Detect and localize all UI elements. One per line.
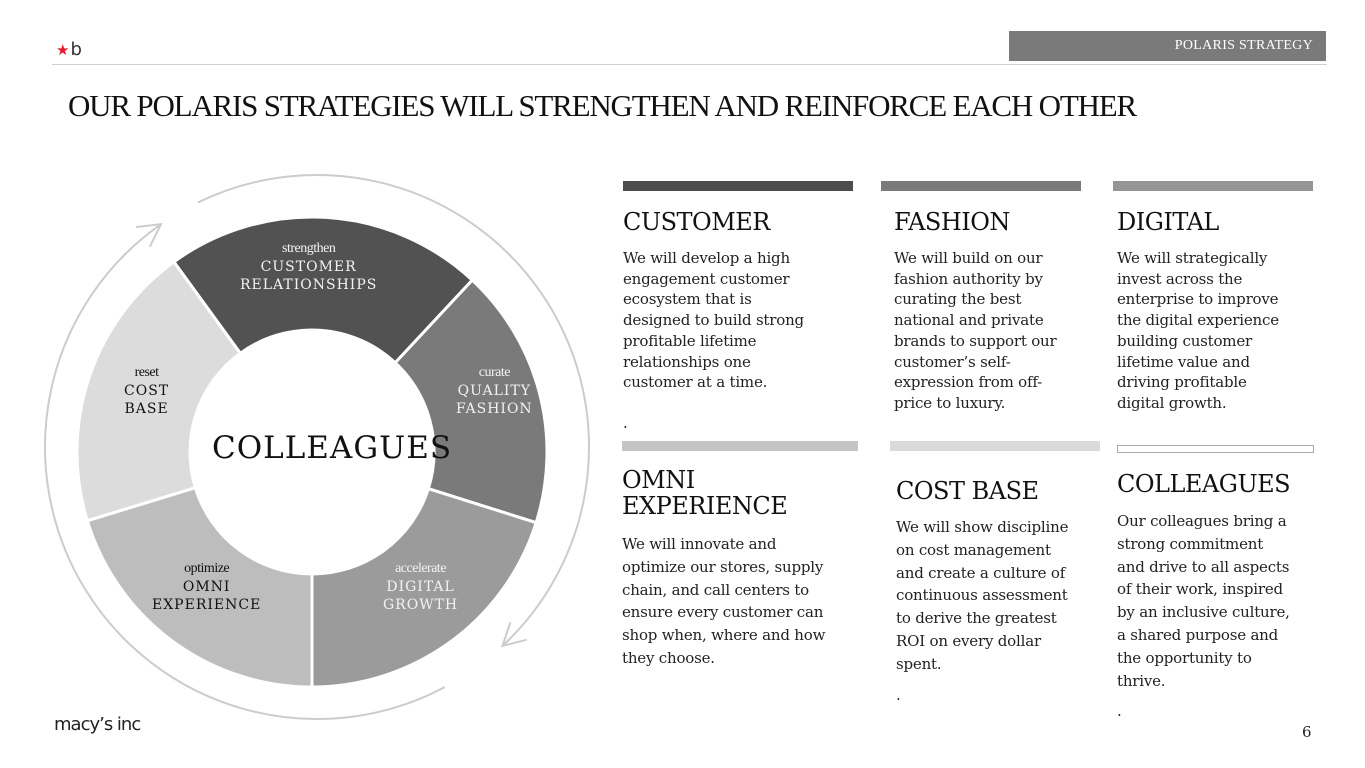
pillar-trailing-customer: . bbox=[623, 414, 628, 432]
segment-line2: FASHION bbox=[456, 401, 533, 417]
segment-verb: accelerate bbox=[395, 561, 447, 576]
page-number: 6 bbox=[1302, 723, 1312, 741]
pillar-bar-cost-base bbox=[890, 441, 1100, 451]
strategy-wheel bbox=[44, 174, 590, 720]
segment-label-customer: strengthen CUSTOMER RELATIONSHIPS bbox=[240, 240, 377, 294]
pillar-bar-colleagues bbox=[1117, 445, 1314, 453]
segment-line1: QUALITY bbox=[457, 383, 532, 399]
segment-verb: curate bbox=[478, 365, 511, 380]
footer-logo: macy’s inc bbox=[54, 714, 141, 735]
wheel-segment-customer bbox=[171, 215, 475, 365]
pillar-heading-fashion: FASHION bbox=[894, 208, 1010, 236]
pillar-trailing-colleagues: . bbox=[1117, 702, 1122, 720]
pillar-heading-cost-base: COST BASE bbox=[896, 477, 1039, 505]
cycle-arrow-right bbox=[197, 174, 590, 647]
wheel-segment-fashion bbox=[393, 278, 549, 525]
segment-line1: COST bbox=[124, 383, 170, 399]
pillar-bar-omni bbox=[622, 441, 858, 451]
pillar-body-omni: We will innovate and optimize our stores… bbox=[622, 535, 826, 667]
wheel-segment-cost bbox=[75, 259, 243, 523]
pillar-heading-digital: DIGITAL bbox=[1117, 208, 1219, 236]
segment-verb: reset bbox=[134, 365, 159, 380]
arrowhead-icon bbox=[500, 621, 528, 648]
segment-label-cost: reset COST BASE bbox=[124, 364, 169, 418]
pillar-heading-customer: CUSTOMER bbox=[623, 208, 770, 236]
section-tab: POLARIS STRATEGY bbox=[1009, 31, 1326, 61]
segment-line2: BASE bbox=[124, 401, 169, 417]
segment-line2: EXPERIENCE bbox=[152, 597, 262, 613]
logo-text: b bbox=[70, 39, 82, 60]
pillar-bar-fashion bbox=[881, 181, 1081, 191]
pillar-body-cost-base: We will show discipline on cost manageme… bbox=[896, 518, 1069, 673]
segment-verb: strengthen bbox=[282, 241, 336, 256]
star-icon: ★ bbox=[56, 41, 70, 59]
segment-label-omni: optimize OMNI EXPERIENCE bbox=[152, 560, 261, 614]
cycle-arrow-left bbox=[44, 223, 446, 720]
pillar-body-fashion: We will build on our fashion authority b… bbox=[894, 249, 1057, 412]
page-title: OUR POLARIS STRATEGIES WILL STRENGTHEN A… bbox=[68, 88, 1137, 123]
pillar-body-digital: We will strategically invest across the … bbox=[1117, 249, 1279, 412]
header-divider bbox=[52, 64, 1327, 65]
pillar-trailing-cost-base: . bbox=[896, 686, 901, 704]
segment-line1: DIGITAL bbox=[386, 579, 455, 595]
wheel-center-label: COLLEAGUES bbox=[212, 430, 453, 466]
segment-label-digital: accelerate DIGITAL GROWTH bbox=[383, 560, 458, 614]
pillar-bar-customer bbox=[623, 181, 853, 191]
pillar-body-customer: We will develop a high engagement custom… bbox=[623, 249, 804, 392]
segment-line1: CUSTOMER bbox=[260, 259, 357, 275]
arrowhead-icon bbox=[135, 222, 163, 248]
brand-logo: ★b bbox=[56, 40, 82, 60]
segment-line2: GROWTH bbox=[383, 597, 459, 613]
wheel-segment-omni bbox=[85, 485, 314, 689]
pillar-heading-omni: OMNI EXPERIENCE bbox=[622, 466, 788, 520]
pillar-bar-digital bbox=[1113, 181, 1313, 191]
pillar-body-colleagues: Our colleagues bring a strong commitment… bbox=[1117, 512, 1290, 690]
segment-label-fashion: curate QUALITY FASHION bbox=[456, 364, 533, 418]
segment-line2: RELATIONSHIPS bbox=[240, 277, 378, 293]
pillar-heading-colleagues: COLLEAGUES bbox=[1117, 470, 1291, 498]
wheel-segment-digital bbox=[310, 486, 539, 689]
segment-line1: OMNI bbox=[182, 579, 231, 595]
segment-verb: optimize bbox=[184, 561, 230, 576]
